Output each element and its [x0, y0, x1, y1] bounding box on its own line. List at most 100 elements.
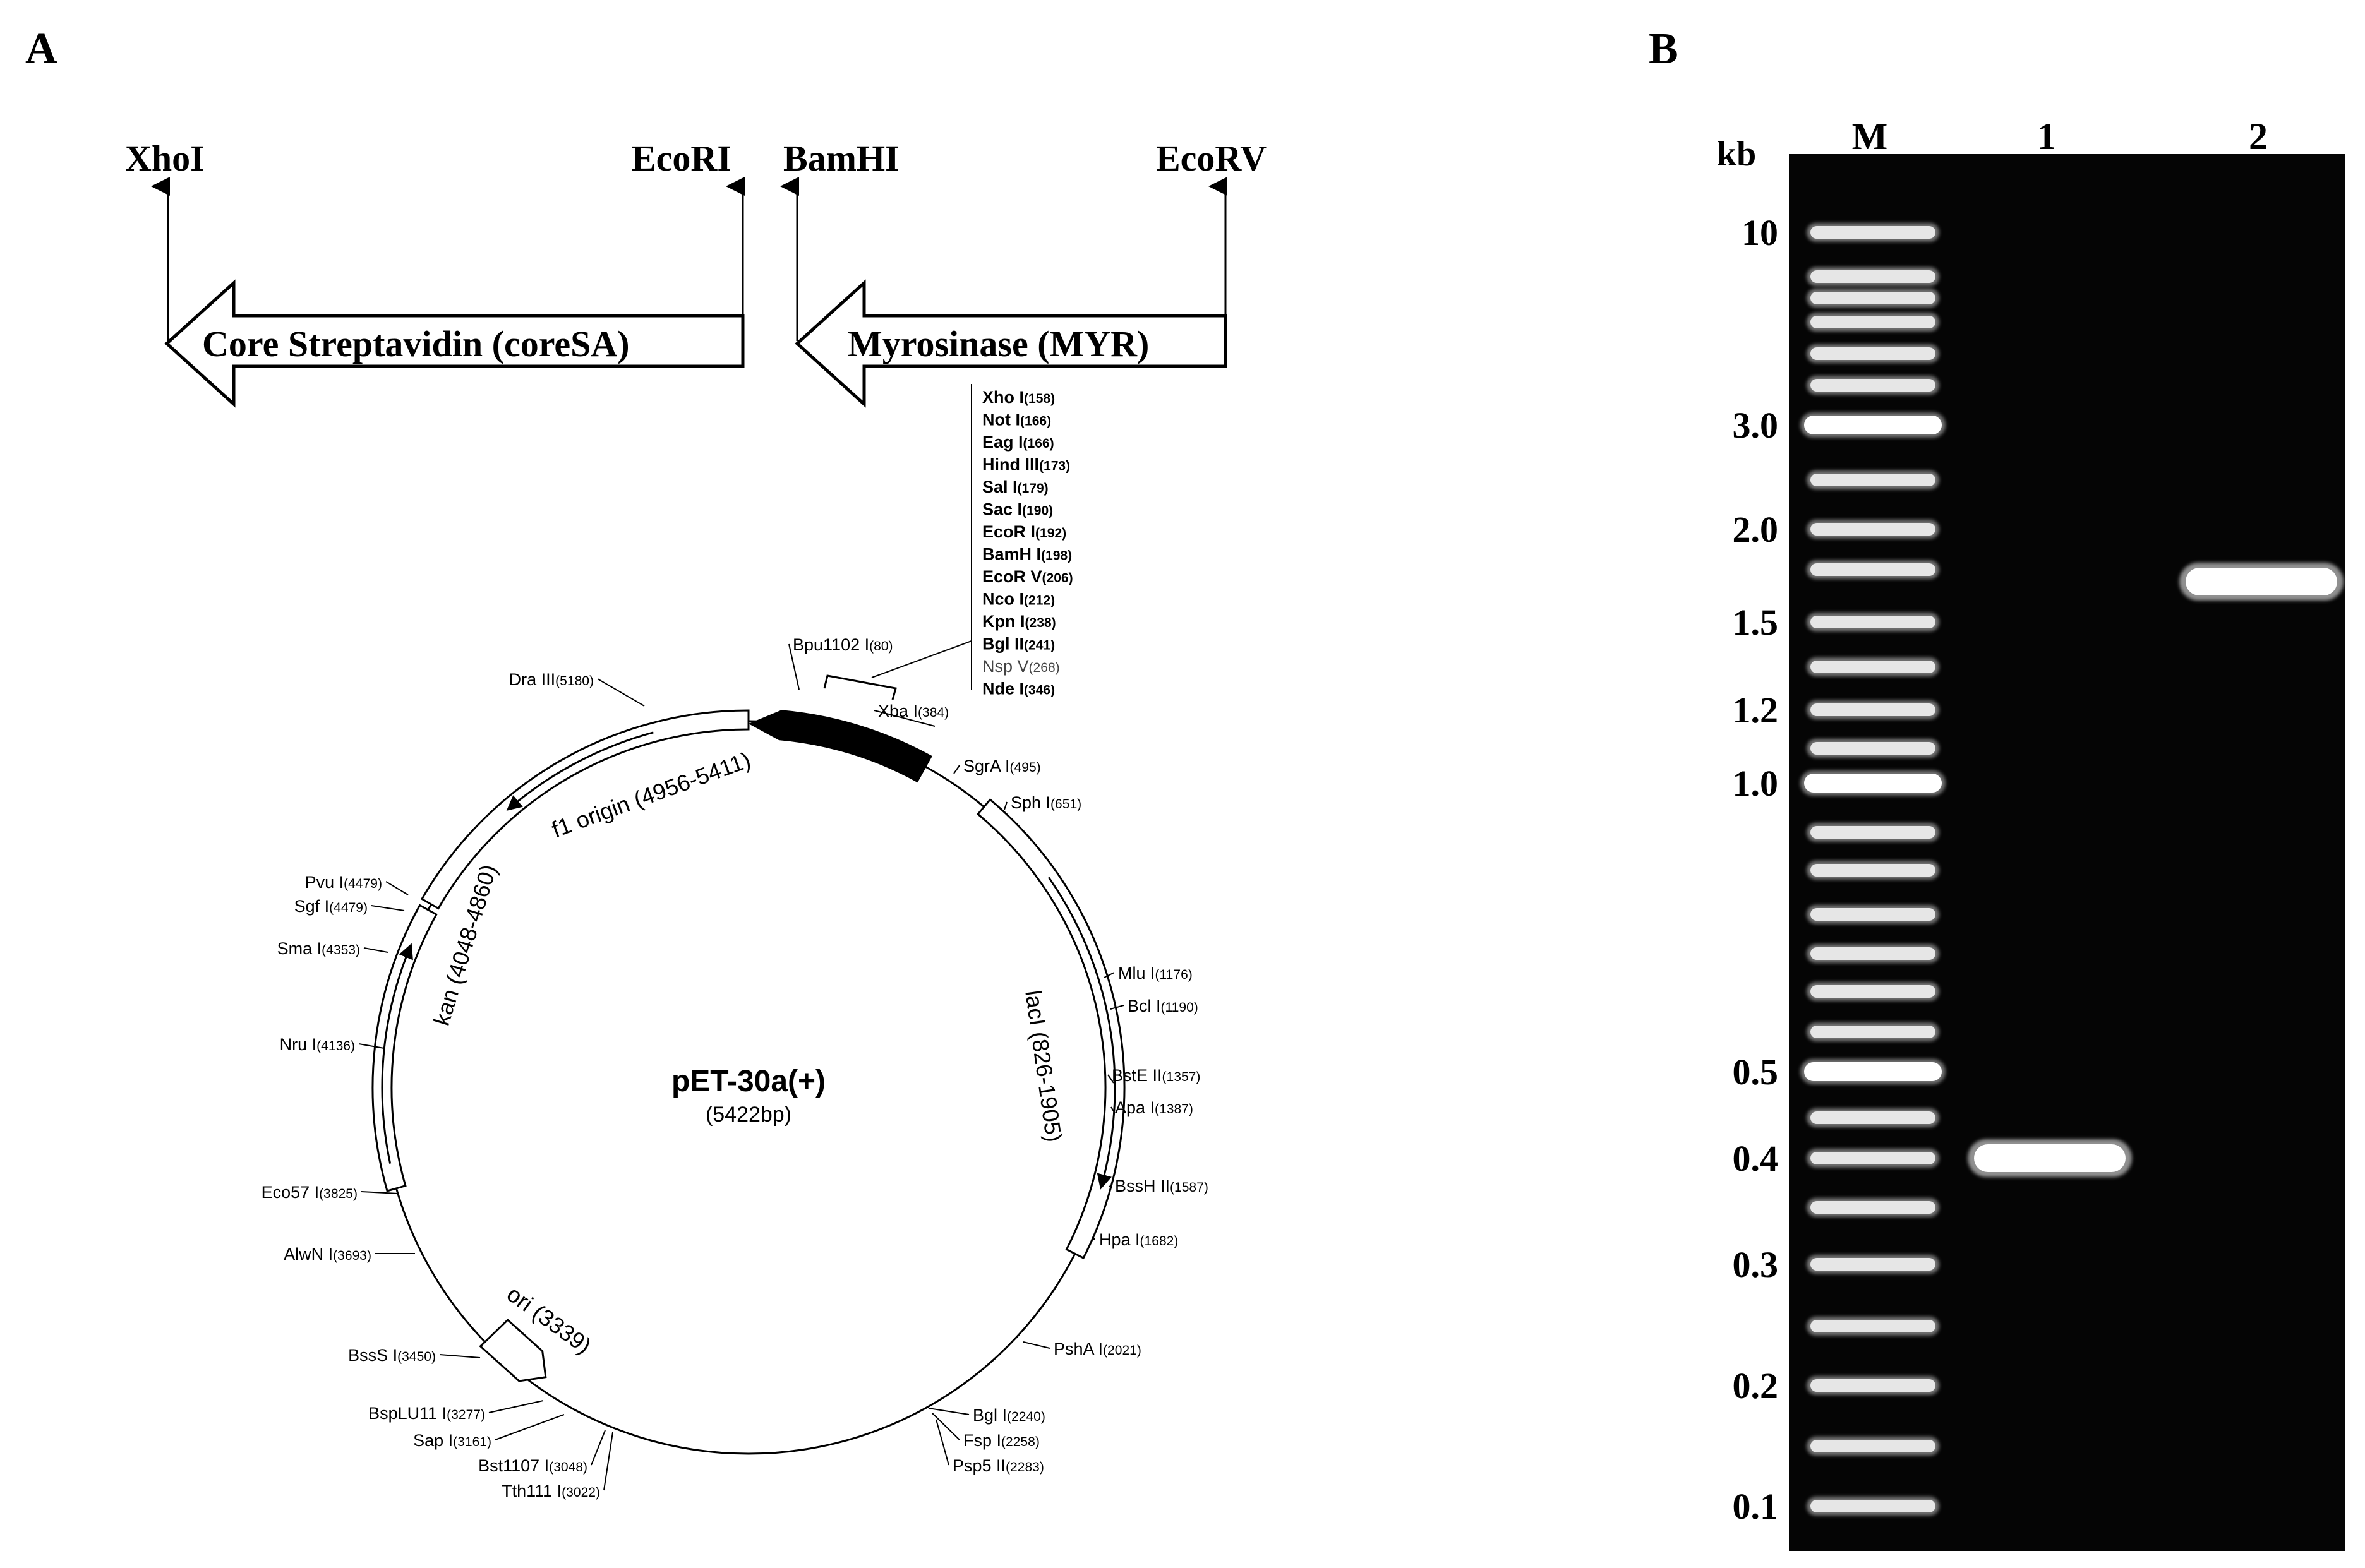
mcs-site-kpn-i: Kpn I(238): [982, 612, 1056, 631]
gene-arrow-coresa: [164, 279, 745, 408]
ladder-band: [1807, 520, 1939, 539]
marker-label-0-3: 0.3: [1733, 1244, 1779, 1285]
gel-unit: kb: [1717, 135, 1756, 174]
mcs-site-ecor-i: EcoR I(192): [982, 522, 1066, 541]
panel-label-b: B: [1649, 25, 1678, 73]
ladder-band: [1807, 223, 1939, 242]
tick-xba-i: [874, 710, 936, 727]
site-bpu1102-i: Bpu1102 I(80): [793, 635, 893, 654]
ladder-band: [1807, 905, 1939, 924]
ladder-band: [1807, 1376, 1939, 1395]
tick-psp5-ii: [936, 1419, 949, 1466]
site-dra-iii: Dra III(5180): [509, 670, 594, 689]
marker-labels: 103.02.01.51.21.00.50.40.30.20.1: [1733, 212, 1779, 1527]
tick-pvu-i: [385, 881, 409, 895]
mcs-site-nde-i: Nde I(346): [982, 679, 1055, 698]
site-tth111-i: Tth111 I(3022): [502, 1481, 600, 1500]
ladder-band: [1807, 1497, 1939, 1516]
site-nru-i: Nru I(4136): [280, 1035, 355, 1054]
ladder-band: [1807, 1108, 1939, 1127]
site-sph-i: Sph I(651): [1011, 793, 1081, 812]
label-laci: lacI (826-1905): [1020, 989, 1067, 1144]
mcs-site-hind-iii: Hind III(173): [982, 455, 1070, 474]
site-hpa-i: Hpa I(1682): [1099, 1230, 1178, 1249]
site-xba-i: Xba I(384): [878, 702, 949, 721]
site-bst1107-i: Bst1107 I(3048): [478, 1456, 587, 1475]
laci-direction-arrow: [1047, 877, 1116, 1190]
gel-image: [1789, 154, 2345, 1551]
mcs-site-nsp-v: Nsp V(268): [982, 657, 1060, 676]
site-sgf-i: Sgf I(4479): [294, 897, 368, 916]
ladder-band: [1807, 470, 1939, 489]
tick-sgra-i: [953, 765, 960, 774]
lane-label-m: M: [1852, 116, 1888, 157]
tick-bgl-i: [928, 1408, 970, 1415]
ladder-band: [1807, 289, 1939, 308]
lane-label-1: 1: [2037, 116, 2056, 157]
site-bsss-i: BssS I(3450): [348, 1346, 436, 1365]
feature-f1-origin: [420, 709, 750, 910]
marker-label-2-0: 2.0: [1733, 509, 1779, 550]
plasmid-map: f1 origin (4956-5411)kan (4048-4860)lacI…: [262, 635, 1208, 1500]
ladder-band: [1807, 1437, 1939, 1456]
tick-bsplu11-i: [488, 1400, 544, 1413]
site-label-ecorv: EcoRV: [1156, 138, 1267, 179]
ladder-band: [1807, 700, 1939, 719]
tick-sap-i: [495, 1414, 565, 1440]
marker-label-1-5: 1.5: [1733, 602, 1779, 643]
marker-label-3-0: 3.0: [1733, 405, 1779, 446]
ladder-band: [1807, 861, 1939, 880]
feature-t7-region: [749, 710, 932, 783]
gene-arrow-myr: [795, 279, 1227, 408]
site-pvu-i: Pvu I(4479): [305, 873, 382, 892]
ladder-band: [1807, 313, 1939, 332]
mcs-site-ecor-v: EcoR V(206): [982, 567, 1073, 586]
ladder-band: [1800, 770, 1946, 796]
lane-label-2: 2: [2249, 116, 2268, 157]
ladder-band: [1800, 412, 1946, 438]
plasmid-name: pET-30a(+): [671, 1065, 826, 1098]
mcs-site-sac-i: Sac I(190): [982, 500, 1053, 519]
ladder-band: [1807, 823, 1939, 842]
mcs-site-eag-i: Eag I(166): [982, 433, 1054, 452]
marker-label-0-4: 0.4: [1733, 1138, 1779, 1179]
site-sma-i: Sma I(4353): [277, 939, 360, 958]
mcs-connector: [871, 640, 972, 678]
marker-label-0-2: 0.2: [1733, 1365, 1779, 1406]
site-bsplu11-i: BspLU11 I(3277): [368, 1404, 485, 1423]
mcs-site-bamh-i: BamH I(198): [982, 545, 1072, 564]
gene-label-coresa: Core Streptavidin (coreSA): [202, 323, 630, 364]
site-psp5-ii: Psp5 II(2283): [953, 1456, 1044, 1475]
tick-tth111-i: [603, 1432, 613, 1491]
tick-mlu-i: [1104, 972, 1115, 978]
gene-label-myr: Myrosinase (MYR): [848, 323, 1149, 364]
site-sap-i: Sap I(3161): [413, 1431, 491, 1450]
ladder-band: [1807, 344, 1939, 363]
site-sgra-i: SgrA I(495): [963, 757, 1041, 775]
site-bssh-ii: BssH II(1587): [1115, 1176, 1208, 1195]
site-label-bamhi: BamHI: [783, 138, 900, 179]
marker-label-0-5: 0.5: [1733, 1051, 1779, 1092]
tick-bpu1102-i: [788, 643, 800, 690]
panel-label-a: A: [25, 25, 57, 73]
site-bcl-i: Bcl I(1190): [1128, 996, 1198, 1015]
site-bste-ii: BstE II(1357): [1112, 1066, 1200, 1085]
site-label-xhoi: XhoI: [125, 138, 205, 179]
tick-apa-i: [1110, 1106, 1116, 1114]
sample-band-lane-1: [1968, 1139, 2132, 1177]
tick-sgf-i: [371, 905, 405, 911]
ladder-band: [1807, 376, 1939, 395]
mcs-site-sal-i: Sal I(179): [982, 477, 1049, 496]
tick-sph-i: [1004, 801, 1008, 810]
ladder-band: [1807, 267, 1939, 286]
mcs-bracket: [823, 674, 897, 700]
site-apa-i: Apa I(1387): [1115, 1098, 1193, 1117]
plasmid-size: (5422bp): [706, 1103, 791, 1127]
mcs-site-not-i: Not I(166): [982, 410, 1051, 429]
feature-laci: [977, 798, 1126, 1260]
tick-sma-i: [363, 947, 388, 953]
marker-label-1-2: 1.2: [1733, 690, 1779, 731]
marker-label-1-0: 1.0: [1733, 763, 1779, 804]
ladder-band: [1807, 657, 1939, 676]
tick-eco57-i: [361, 1191, 399, 1194]
